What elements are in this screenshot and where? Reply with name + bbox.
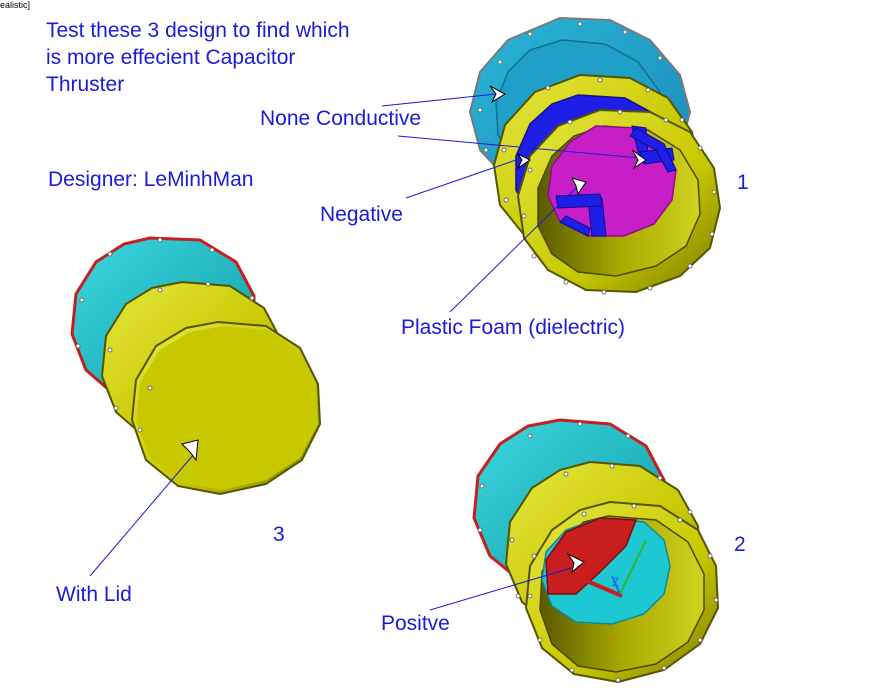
label-none-conductive: None Conductive xyxy=(260,107,422,130)
title-line-3: Thruster xyxy=(46,73,125,96)
visual-style-tag[interactable]: ealistic] xyxy=(0,0,31,10)
design-1-front-yellow-ring[interactable] xyxy=(516,108,722,295)
cursor-arrow-icon-4 xyxy=(571,177,587,196)
label-plastic-foam: Plastic Foam (dielectric) xyxy=(401,316,626,339)
cursor-arrow-icon-6 xyxy=(566,552,585,574)
design-3-assembly[interactable] xyxy=(70,236,322,496)
design-1-negative-electrode[interactable] xyxy=(555,125,677,237)
design-1-assembly[interactable] xyxy=(468,16,722,295)
designer-label: Designer: LeMinhMan xyxy=(48,168,254,191)
cursor-arrow-icon-3 xyxy=(516,152,531,170)
cursor-arrow-icon-2 xyxy=(631,149,647,170)
design-2-assembly[interactable]: Z xyxy=(472,418,720,684)
design-number-3: 3 xyxy=(273,523,285,546)
ucs-axes-icon: Z xyxy=(579,539,647,598)
design-number-2: 2 xyxy=(734,533,746,556)
design-number-1: 1 xyxy=(737,171,749,194)
label-with-lid: With Lid xyxy=(56,583,132,606)
label-positive: Positve xyxy=(381,612,450,635)
leader-lines xyxy=(89,93,641,611)
design-2-positive-electrode[interactable] xyxy=(545,517,638,595)
cursor-arrow-icon-1 xyxy=(489,85,507,104)
title-line-2: is more effecient Capacitor xyxy=(46,46,296,69)
design-3-front-lid[interactable] xyxy=(130,320,322,496)
ucs-z-glyph: Z xyxy=(612,575,619,589)
title-line-1: Test these 3 design to find which xyxy=(46,19,350,42)
label-negative: Negative xyxy=(320,203,403,226)
cursor-arrow-icon-5 xyxy=(181,439,199,462)
